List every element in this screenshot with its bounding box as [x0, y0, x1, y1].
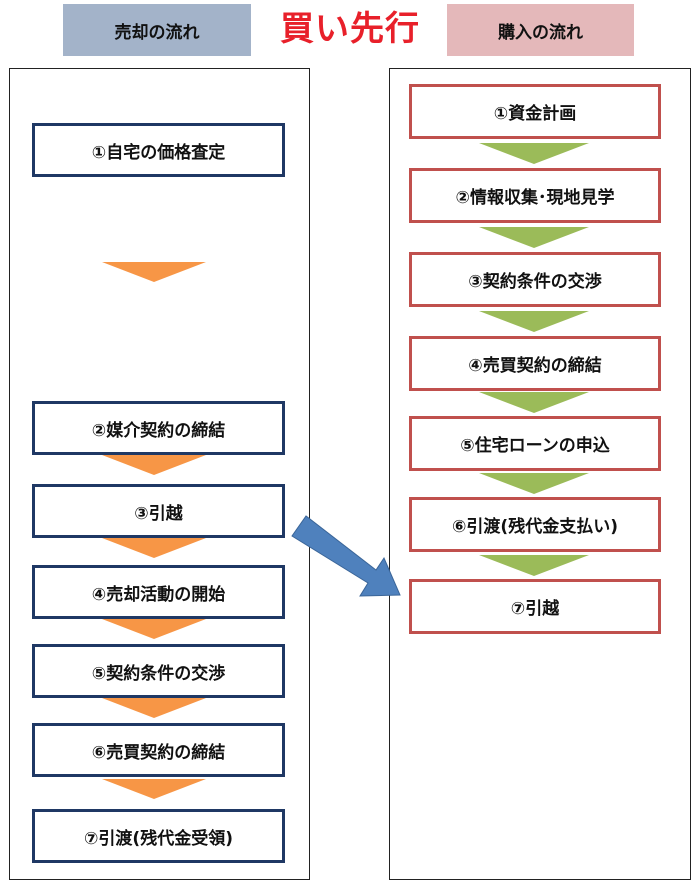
sell-step-3: ③引越: [32, 484, 285, 538]
sell-step-6: ⑥売買契約の締結: [32, 723, 285, 777]
buy-step-6: ⑥引渡(残代金支払い): [409, 497, 661, 552]
buy-down-arrow-icon-3: [479, 311, 589, 332]
sell-down-arrow-icon-6: [102, 779, 206, 799]
sell-step-7: ⑦引渡(残代金受領): [32, 809, 285, 863]
buy-step-1: ①資金計画: [409, 84, 661, 139]
sell-flow-header: 売却の流れ: [63, 4, 251, 56]
sell-step-5: ⑤契約条件の交渉: [32, 644, 285, 698]
buy-down-arrow-icon-5: [479, 473, 589, 494]
sell-step-4: ④売却活動の開始: [32, 565, 285, 619]
buy-step-3: ③契約条件の交渉: [409, 252, 661, 307]
sell-down-arrow-icon-5: [102, 698, 206, 718]
buy-down-arrow-icon-1: [479, 143, 589, 164]
sell-down-arrow-icon-2: [102, 455, 206, 475]
page-title: 買い先行: [280, 9, 420, 49]
sell-step-2: ②媒介契約の締結: [32, 401, 285, 455]
buy-flow-header: 購入の流れ: [447, 4, 634, 56]
buy-down-arrow-icon-6: [479, 555, 589, 576]
buy-down-arrow-icon-2: [479, 227, 589, 248]
sell-step-1: ①自宅の価格査定: [32, 123, 285, 177]
sell-down-arrow-icon-1: [102, 262, 206, 282]
buy-step-2: ②情報収集･現地見学: [409, 168, 661, 223]
buy-step-5: ⑤住宅ローンの申込: [409, 416, 661, 471]
buy-step-4: ④売買契約の締結: [409, 336, 661, 391]
buy-down-arrow-icon-4: [479, 392, 589, 413]
sell-down-arrow-icon-3: [102, 538, 206, 558]
sell-down-arrow-icon-4: [102, 619, 206, 639]
buy-step-7: ⑦引越: [409, 579, 661, 634]
